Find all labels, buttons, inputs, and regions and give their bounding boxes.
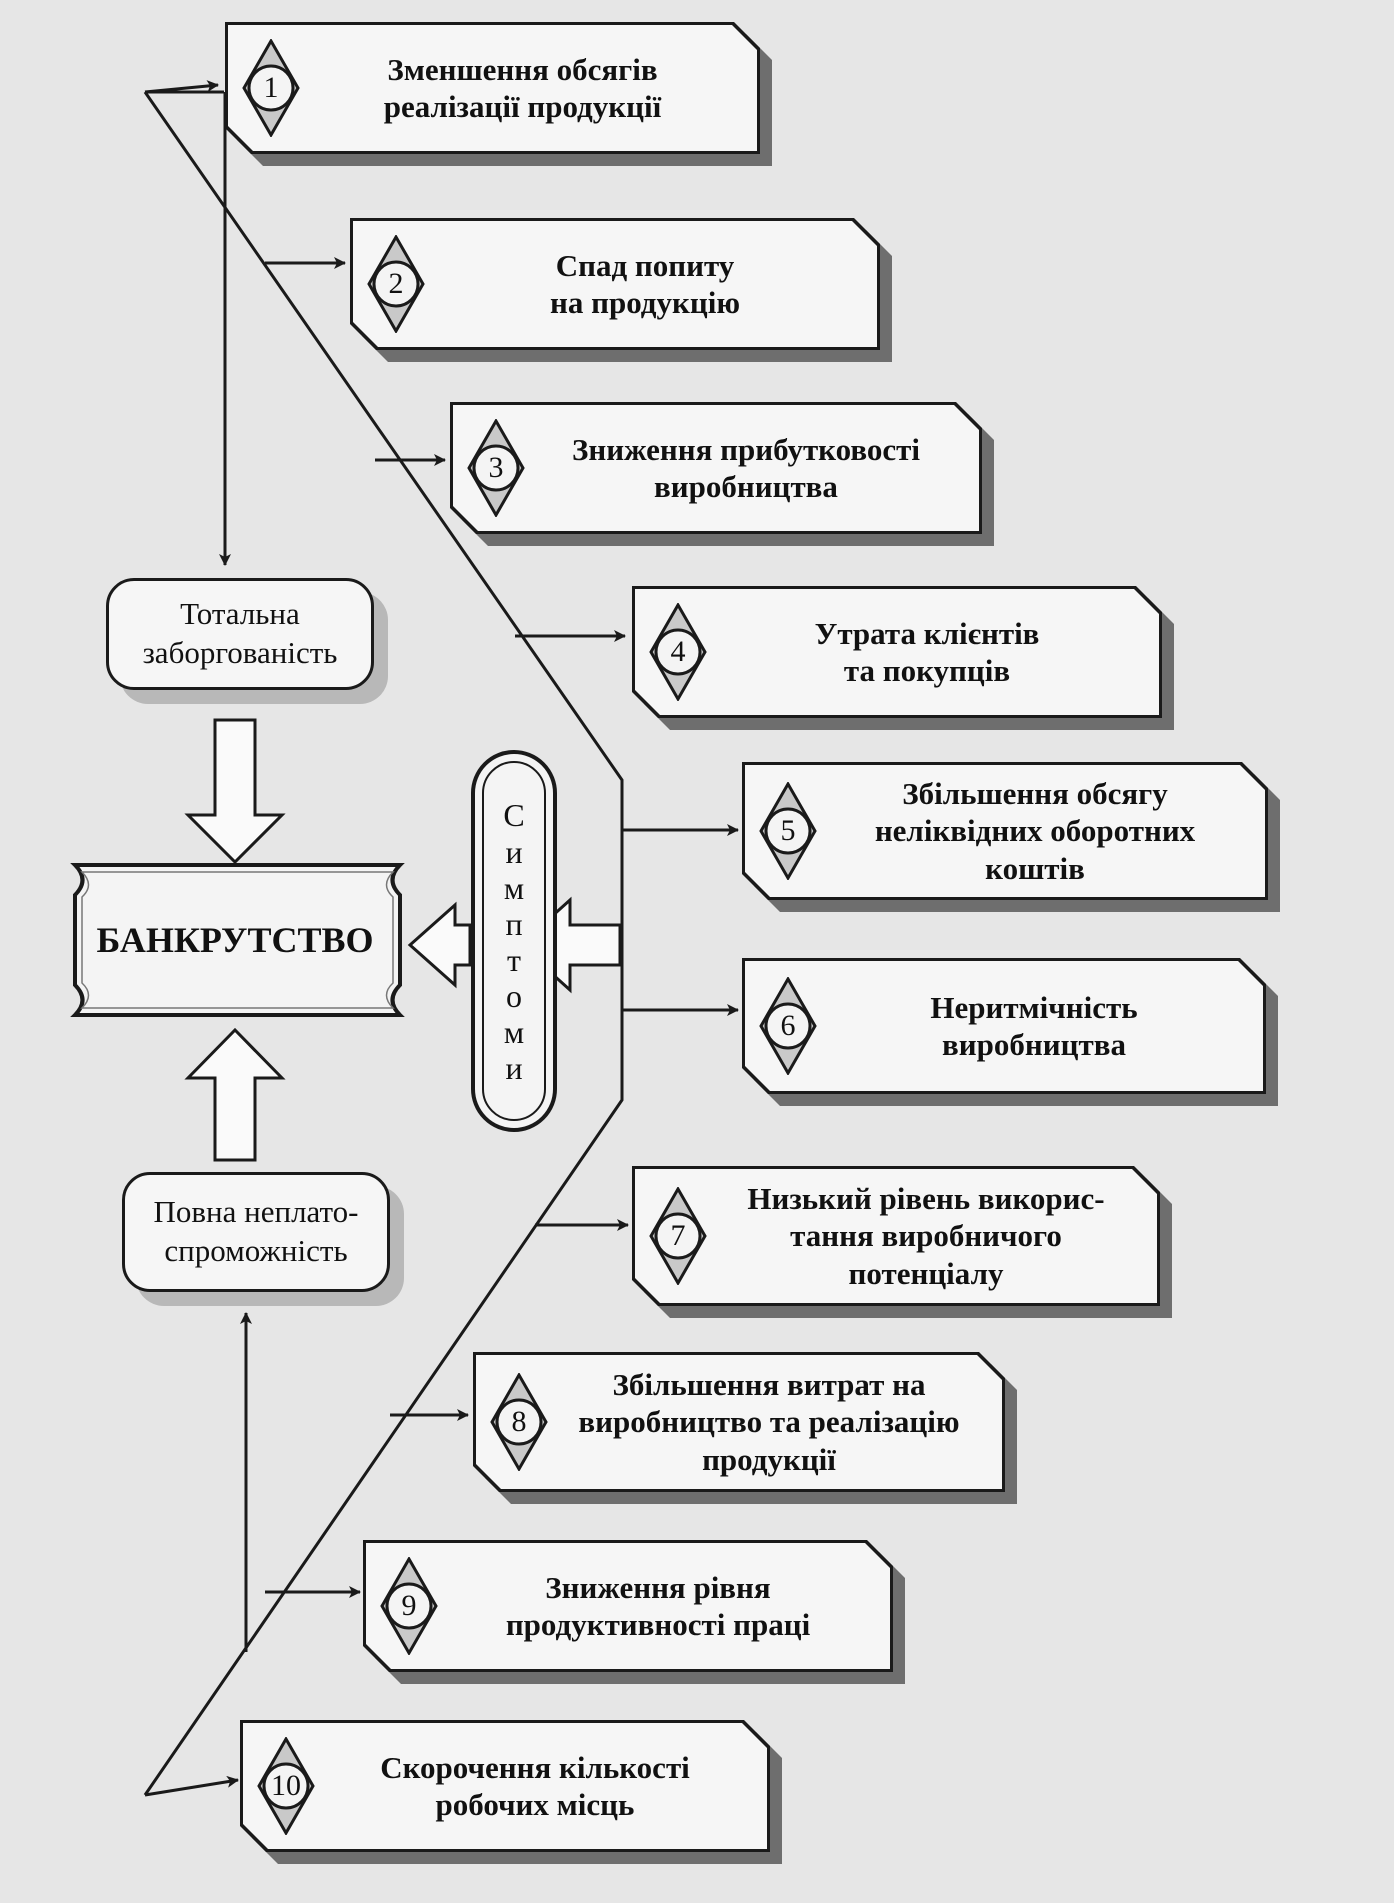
symptom-box-10: 10 Скорочення кількості робочих місць [240, 1720, 770, 1852]
badge-number: 9 [401, 1589, 417, 1622]
badge-number: 7 [670, 1219, 686, 1252]
symptom-text: Збільшення обсягу неліквідних оборотних … [874, 776, 1196, 886]
symptom-box-2: 2 Спад попиту на продукцію [350, 218, 880, 350]
symptoms-letter: и [505, 833, 523, 870]
symptom-text: Зниження прибутковості виробництва [572, 431, 920, 504]
badge-number: 8 [511, 1405, 527, 1438]
symptom-text: Зниження рівня продуктивності праці [505, 1569, 811, 1642]
symptom-box-4: 4 Утрата клієнтів та покупців [632, 586, 1162, 718]
symptom-box-6: 6 Неритмічність виробництва [742, 958, 1266, 1094]
symptom-text: Збільшення витрат на виробництво та реал… [578, 1367, 960, 1477]
symptoms-letter: м [503, 869, 525, 906]
badge-number: 6 [780, 1009, 796, 1042]
diamond-badge-icon: 4 [649, 603, 707, 701]
arrow-10 [144, 1775, 239, 1797]
hollow-arrow-up [184, 1027, 286, 1162]
diamond-badge-icon: 5 [759, 782, 817, 880]
symptom-text: Зменшення обсягів реалізації продукції [383, 51, 662, 124]
symptoms-letter: С [503, 797, 525, 834]
symptoms-letter: т [507, 942, 521, 978]
spine-line [143, 91, 624, 1796]
symptoms-capsule [471, 750, 557, 1132]
symptom-box-3: 3 Зниження прибутковості виробництва [450, 402, 982, 534]
diamond-badge-icon: 8 [490, 1373, 548, 1471]
diamond-badge-icon: 6 [759, 977, 817, 1075]
symptom-text: Скорочення кількості робочих місць [380, 1749, 690, 1822]
symptoms-letter: м [503, 1014, 525, 1051]
arrow-1 [144, 80, 219, 94]
badge-number: 2 [388, 267, 404, 300]
symptom-box-5: 5 Збільшення обсягу неліквідних оборотни… [742, 762, 1268, 900]
badge-number: 1 [263, 71, 279, 104]
symptom-text: Неритмічність виробництва [930, 989, 1138, 1062]
badge-number: 10 [271, 1769, 301, 1802]
diamond-badge-icon: 2 [367, 235, 425, 333]
symptom-box-7: 7 Низький рівень викорис- тання виробнич… [632, 1166, 1160, 1306]
symptoms-vertical-label: С и м п т о м и [474, 752, 554, 1132]
symptom-box-1: 1 Зменшення обсягів реалізації продукції [225, 22, 760, 154]
diamond-badge-icon: 10 [257, 1737, 315, 1835]
cause-total-debt: Тотальна заборгованість [106, 578, 374, 690]
diamond-badge-icon: 7 [649, 1187, 707, 1285]
symptom-box-8: 8 Збільшення витрат на виробництво та ре… [473, 1352, 1005, 1492]
diamond-badge-icon: 3 [467, 419, 525, 517]
badge-number: 5 [780, 814, 796, 847]
diamond-badge-icon: 1 [242, 39, 300, 137]
diamond-badge-icon: 9 [380, 1557, 438, 1655]
badge-number: 3 [488, 451, 504, 484]
symptom-text: Спад попиту на продукцію [549, 247, 741, 320]
symptoms-letter: о [506, 978, 522, 1015]
hollow-arrow-down [184, 718, 286, 865]
symptoms-letter: и [505, 1050, 523, 1087]
symptom-box-9: 9 Зниження рівня продуктивності праці [363, 1540, 893, 1672]
symptoms-letter: п [505, 905, 523, 942]
scroll-shape [70, 863, 405, 1017]
hollow-arrow-left-2 [407, 901, 472, 989]
symptom-text: Низький рівень викорис- тання виробничог… [747, 1181, 1105, 1291]
badge-number: 4 [670, 635, 686, 668]
symptom-text: Утрата клієнтів та покупців [814, 615, 1040, 688]
cause-insolvency: Повна неплато- спроможність [122, 1172, 390, 1292]
bankruptcy-title: БАНКРУТСТВО [96, 920, 374, 960]
